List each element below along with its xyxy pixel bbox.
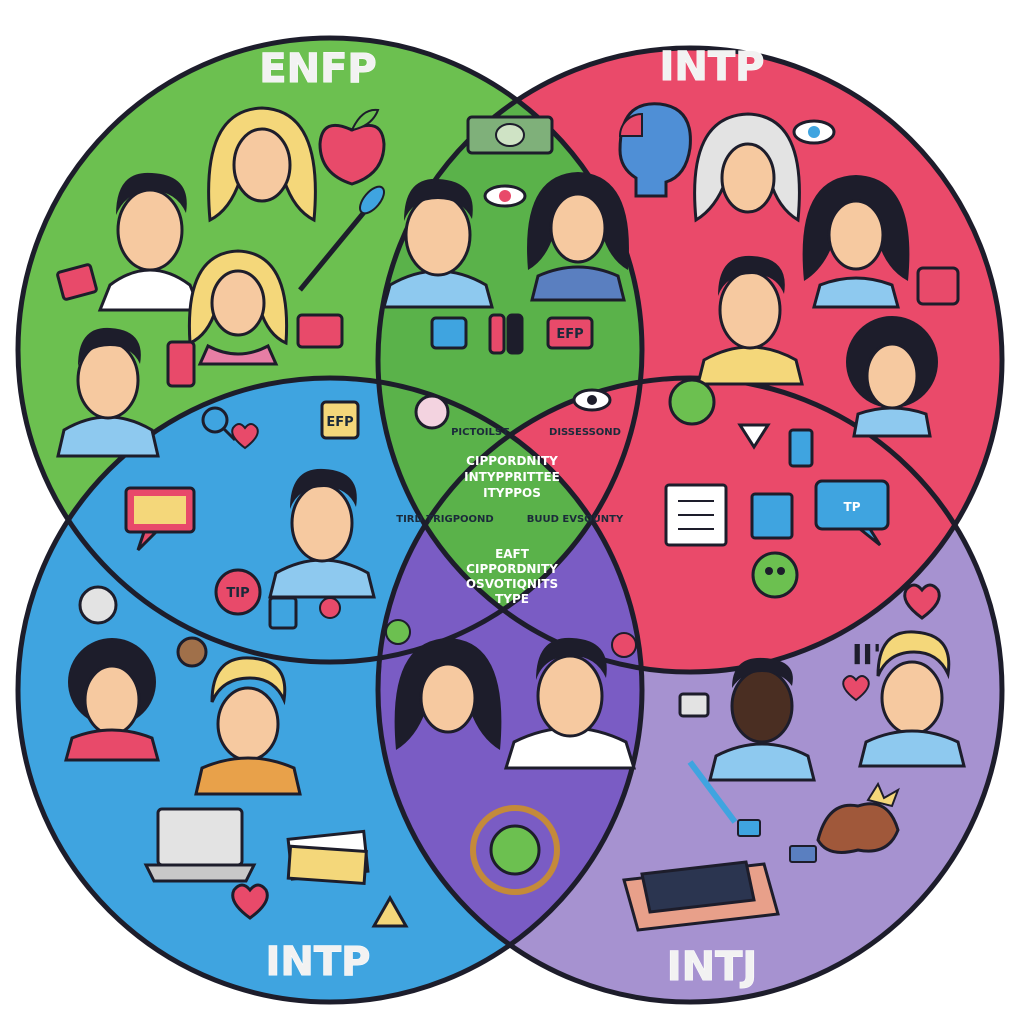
pink-orb-icon <box>414 394 450 430</box>
svg-text:CIPPORDNITY: CIPPORDNITY <box>466 562 558 576</box>
character-man-center <box>382 178 494 309</box>
brown-ball-icon <box>176 636 208 668</box>
character-smiling-man <box>56 327 160 458</box>
label-top-right: INTP <box>660 44 765 90</box>
book-icon <box>664 483 728 547</box>
head-profile-icon <box>618 102 692 198</box>
tile-top-right <box>916 266 960 306</box>
tag-right-mid: BUUD EVSOUNTY <box>527 514 624 525</box>
outline-top-right <box>375 45 1005 675</box>
blue-chip-1 <box>737 819 761 837</box>
compass-icon <box>470 805 560 895</box>
character-man-mid <box>268 468 376 599</box>
green-face-icon <box>668 378 716 426</box>
center-lower-text: EAFT CIPPORDNITY OSVOTIQNITS TYPE <box>466 547 558 606</box>
badge-blue-tip: TIP <box>226 586 249 601</box>
phone-icon <box>166 340 196 388</box>
icon-tile-2 <box>488 313 506 355</box>
character-blonde-woman-2 <box>187 249 289 366</box>
tag-left-top: PICTOILST <box>451 427 509 438</box>
label-bottom-right: INTJ <box>667 944 758 990</box>
character-blonde-woman <box>207 106 317 223</box>
apple-icon <box>318 108 386 186</box>
cup-icon: EFP <box>320 400 360 440</box>
money-icon <box>466 115 554 155</box>
outline-bottom-right <box>375 375 1005 1005</box>
character-silver-hair-woman <box>693 112 801 223</box>
overlap-center-upper <box>378 378 642 662</box>
icon-tile-3 <box>506 313 524 355</box>
blue-chip-2 <box>789 845 817 863</box>
heart-icon-bottom <box>231 883 269 920</box>
character-curly-man <box>64 638 160 762</box>
dot-red <box>319 597 341 619</box>
tag-left-mid: TIRD TRIGPOOND <box>396 514 493 525</box>
laptop-icon <box>143 807 257 883</box>
card-icon <box>296 313 344 349</box>
character-blonde-man-right <box>858 630 966 768</box>
label-bottom-left: INTP <box>266 939 371 985</box>
warning-icon <box>371 894 409 928</box>
eye-icon-center <box>572 388 612 412</box>
badge-red-tp: TP <box>844 500 861 514</box>
paintbrush-icon <box>298 185 385 292</box>
speech-bubble-icon <box>124 486 196 552</box>
eye-icon <box>483 184 527 208</box>
pink-dot-bottom <box>611 632 637 658</box>
pie-icon <box>78 585 118 625</box>
badge-left-overlap: EFP <box>326 415 353 430</box>
glass-icon <box>737 423 771 450</box>
character-dark-hair-woman <box>802 175 910 309</box>
magnifier-icon <box>201 406 237 442</box>
eye-icon-right <box>792 119 836 145</box>
svg-text:INTYPPRITTEE: INTYPPRITTEE <box>464 470 560 484</box>
badge-intj-tag: II' <box>852 638 881 671</box>
character-man-right <box>696 255 804 386</box>
svg-text:TYPE: TYPE <box>495 592 529 606</box>
heart-icon-small <box>842 675 870 702</box>
character-woman-center <box>527 172 629 302</box>
outline-bottom-left <box>15 375 645 1005</box>
badge-box-top <box>546 316 594 350</box>
green-dot-bottom <box>385 619 411 645</box>
box-icon <box>678 692 710 718</box>
center-upper-text: CIPPORDNITY INTYPPRITTEE ITYPPOS <box>464 454 560 500</box>
tag-right-top: DISSESSOND <box>549 427 621 438</box>
character-woman-bottom <box>394 638 502 750</box>
monster-icon <box>751 551 799 599</box>
badge-top-overlap: EFP <box>556 327 583 342</box>
brush-icon-right <box>687 760 738 824</box>
papers-icon <box>286 829 370 886</box>
tp-speech-icon: TP <box>814 479 890 547</box>
blue-box-icon <box>788 428 814 468</box>
character-man-bottom <box>503 637 637 770</box>
character-dark-skin-man <box>708 657 816 782</box>
character-blonde-man <box>194 656 302 796</box>
svg-text:EAFT: EAFT <box>495 547 530 561</box>
svg-text:ITYPPOS: ITYPPOS <box>483 486 541 500</box>
doc-icon <box>750 492 794 540</box>
tablet-icon <box>622 860 780 932</box>
icon-tile-1 <box>430 316 468 350</box>
character-curly-hair-woman <box>846 316 938 438</box>
outline-top-left <box>15 35 645 665</box>
label-top-left: ENFP <box>259 46 376 92</box>
rock-pile-icon <box>816 781 900 854</box>
svg-text:OSVOTIQNITS: OSVOTIQNITS <box>466 577 558 591</box>
tip-badge-circle <box>214 568 262 616</box>
book-icon-left <box>268 596 298 630</box>
heart-icon-right <box>903 583 941 620</box>
heart-icon <box>231 423 259 450</box>
sticky-note-icon <box>56 263 98 301</box>
svg-text:CIPPORDNITY: CIPPORDNITY <box>466 454 558 468</box>
